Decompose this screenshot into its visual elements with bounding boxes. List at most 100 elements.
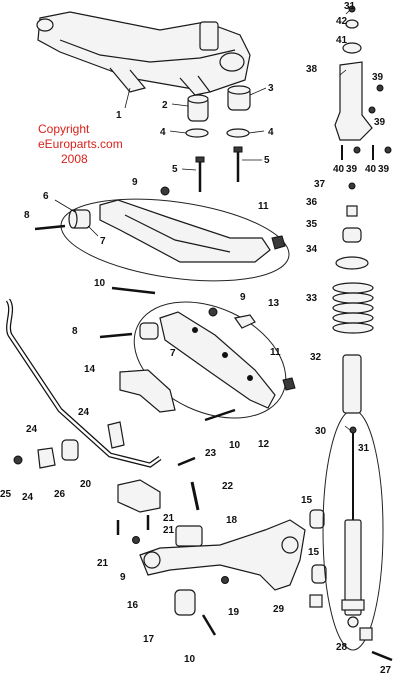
callout-10-upper: 10 (94, 278, 106, 289)
callout-27: 27 (380, 665, 392, 674)
callout-10-lower: 10 (184, 654, 196, 665)
callout-9-mid: 9 (240, 292, 246, 303)
callout-14: 14 (84, 364, 96, 375)
nut-39-c (353, 146, 361, 154)
callout-42: 42 (336, 16, 348, 27)
bump-stop-35 (342, 227, 362, 243)
subframe-bolt-right (233, 146, 243, 182)
spring-seat-34 (335, 256, 369, 270)
copyright-line-1: Copyright (38, 122, 90, 136)
washer-right (226, 128, 250, 138)
washer-9-lower (132, 536, 140, 544)
callout-15-lower: 15 (308, 547, 320, 558)
callout-24-a: 24 (26, 424, 38, 435)
washer-19 (221, 576, 229, 584)
sway-bar-bracket (107, 421, 125, 449)
callout-31-lower: 31 (358, 443, 370, 454)
sway-bar-nut (13, 455, 23, 465)
coil-spring-33 (332, 282, 374, 334)
callout-4-left: 4 (160, 127, 166, 138)
callout-13: 13 (268, 298, 280, 309)
callout-2: 2 (162, 100, 168, 111)
bushing-18 (175, 525, 203, 547)
bracket-14 (119, 369, 176, 413)
callout-7-upper: 7 (100, 236, 106, 247)
callout-29: 29 (273, 604, 285, 615)
callout-40-b: 40 (365, 164, 377, 175)
callout-21-b: 21 (163, 513, 175, 524)
lower-arm-nut (208, 307, 218, 317)
callout-11-upper: 11 (258, 201, 269, 212)
callout-37: 37 (314, 179, 326, 190)
callout-7-lower: 7 (170, 348, 176, 359)
subframe-bushing-left (187, 94, 209, 122)
bolt-23 (177, 456, 196, 467)
callout-10-mid: 10 (229, 440, 241, 451)
leader-lines (54, 9, 351, 431)
part-36 (346, 205, 358, 217)
callout-16: 16 (127, 600, 139, 611)
callout-39-c: 39 (346, 164, 358, 175)
callout-3: 3 (268, 83, 274, 94)
callout-38: 38 (306, 64, 318, 75)
callout-8-lower: 8 (72, 326, 78, 337)
bolt-27 (371, 650, 393, 662)
callout-21-c: 21 (163, 525, 175, 536)
bushing-17 (174, 589, 196, 616)
callout-34: 34 (306, 244, 318, 255)
lower-arm-group-outline (133, 301, 287, 419)
lower-arm-nut-outer (282, 377, 296, 391)
mount-20 (117, 479, 161, 513)
bracket-13 (233, 314, 256, 329)
stabilizer-bar (5, 298, 162, 468)
upper-control-arm (99, 199, 271, 263)
callout-28: 28 (336, 642, 348, 653)
callout-35: 35 (306, 219, 318, 230)
callout-39-a: 39 (372, 72, 384, 83)
callout-36: 36 (306, 197, 318, 208)
callout-23: 23 (205, 448, 217, 459)
lower-link-arm (159, 311, 276, 409)
callout-17: 17 (143, 634, 155, 645)
callout-26: 26 (54, 489, 66, 500)
upper-arm-nut-outer (271, 235, 286, 250)
callout-40-a: 40 (333, 164, 345, 175)
callout-11-lower: 11 (270, 347, 281, 358)
bushing-28 (359, 627, 373, 641)
callout-19: 19 (228, 607, 240, 618)
nut-37 (348, 182, 356, 190)
callout-30: 30 (315, 426, 327, 437)
callout-9-lower: 9 (120, 572, 126, 583)
subframe-bolt-left (195, 156, 205, 192)
dust-boot-32 (342, 354, 362, 414)
lower-control-arm (139, 519, 306, 591)
sway-bar-bushing (61, 439, 79, 461)
callout-39-b: 39 (374, 117, 386, 128)
rear-subframe (36, 11, 251, 96)
nut-39-d (384, 146, 392, 154)
callout-20: 20 (80, 479, 92, 490)
callout-8-upper: 8 (24, 210, 30, 221)
bolt-10-lower (204, 408, 236, 422)
callout-4-right: 4 (268, 127, 274, 138)
shock-absorber (341, 430, 365, 628)
part-29 (309, 594, 323, 608)
callout-5-left: 5 (172, 164, 178, 175)
callout-12: 12 (258, 439, 270, 450)
nut-39-a (376, 84, 384, 92)
subframe-bushing-right (227, 85, 251, 111)
callout-41: 41 (336, 35, 348, 46)
callout-6: 6 (43, 191, 49, 202)
upper-arm-bushing (68, 209, 91, 229)
lower-arm-bushing (139, 322, 159, 340)
upper-arm-group-outline (60, 198, 290, 282)
callout-9-upper: 9 (132, 177, 138, 188)
bolt-10-arm (201, 614, 217, 636)
bolt-10-upper (111, 286, 156, 295)
callout-32: 32 (310, 352, 322, 363)
upper-arm-nut (160, 186, 170, 196)
callout-18: 18 (226, 515, 238, 526)
copyright-line-3: 2008 (61, 152, 88, 166)
callout-25: 25 (0, 489, 12, 500)
